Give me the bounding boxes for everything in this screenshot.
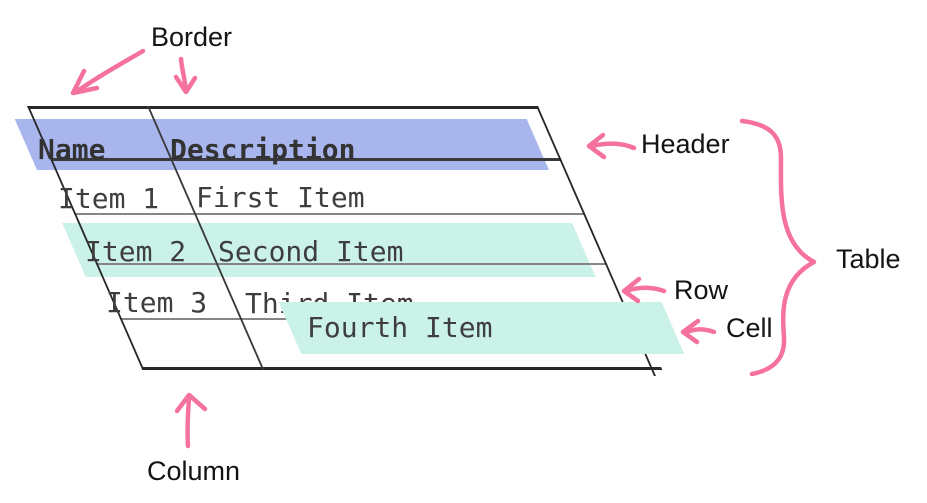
cell-description-1: First Item [196, 181, 365, 214]
cell-arrow-icon [680, 318, 717, 345]
border-arrow-down-icon [173, 56, 198, 95]
border-label: Border [151, 22, 233, 52]
row-label: Row [674, 275, 729, 305]
cell-name-3: Item 3 [106, 286, 208, 319]
header-arrow-icon [586, 132, 637, 160]
cell-description-4: Fourth Item [307, 311, 493, 344]
cell-name-1: Item 1 [58, 182, 160, 215]
table-border-bottom [141, 367, 663, 370]
header-label: Header [641, 129, 730, 159]
row-arrow-icon [621, 276, 667, 304]
border-arrow-left-icon [70, 48, 146, 96]
cell-name-2: Item 2 [85, 235, 187, 268]
column-arrow-icon [174, 392, 208, 449]
header-cell-name: Name [38, 133, 106, 166]
table-label: Table [836, 244, 901, 274]
cell-label: Cell [726, 313, 773, 343]
header-cell-description: Description [170, 133, 356, 166]
cell-description-2: Second Item [218, 235, 404, 268]
column-label: Column [147, 456, 241, 486]
table-border-top [27, 106, 540, 109]
